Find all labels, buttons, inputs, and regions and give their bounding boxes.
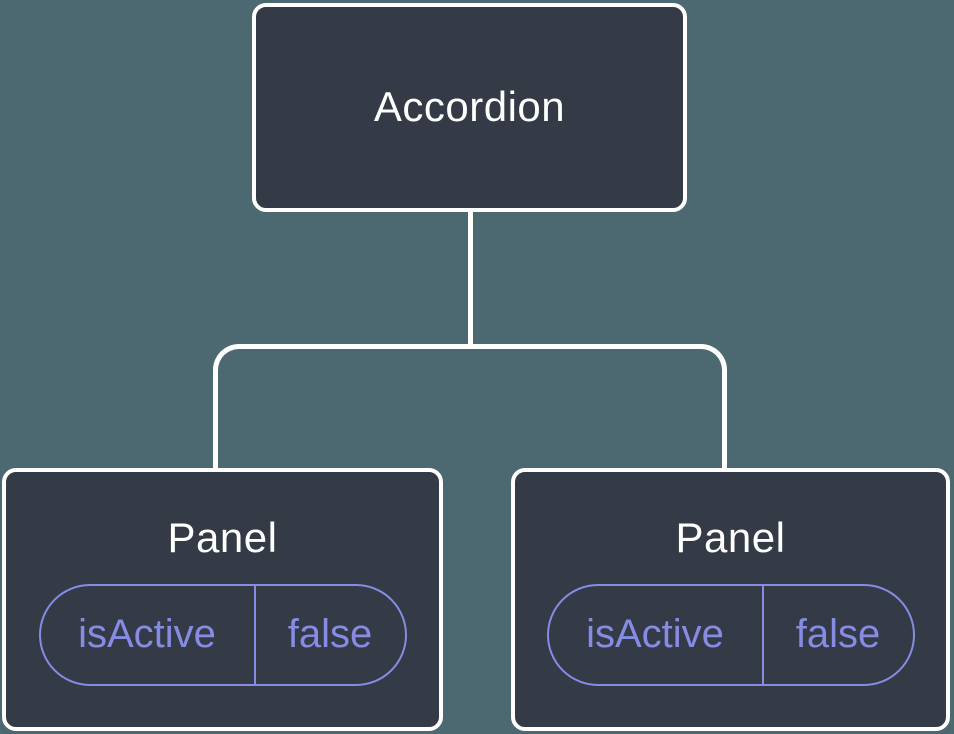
tree-node-panel-right: Panel isActive false (511, 468, 950, 731)
state-pill: isActive false (546, 583, 915, 686)
state-key-label: isActive (41, 585, 256, 684)
state-value-label: false (287, 612, 373, 657)
accordion-node-label: Accordion (373, 83, 566, 131)
state-pill: isActive false (38, 583, 407, 686)
state-value-label: false (795, 612, 881, 657)
tree-node-accordion: Accordion (252, 3, 687, 212)
tree-connector-bracket (213, 344, 727, 470)
tree-connector-stem (468, 210, 473, 348)
state-key-label: isActive (549, 585, 764, 684)
panel-node-label: Panel (167, 514, 278, 562)
tree-node-panel-left: Panel isActive false (2, 468, 443, 731)
panel-node-label: Panel (675, 514, 786, 562)
